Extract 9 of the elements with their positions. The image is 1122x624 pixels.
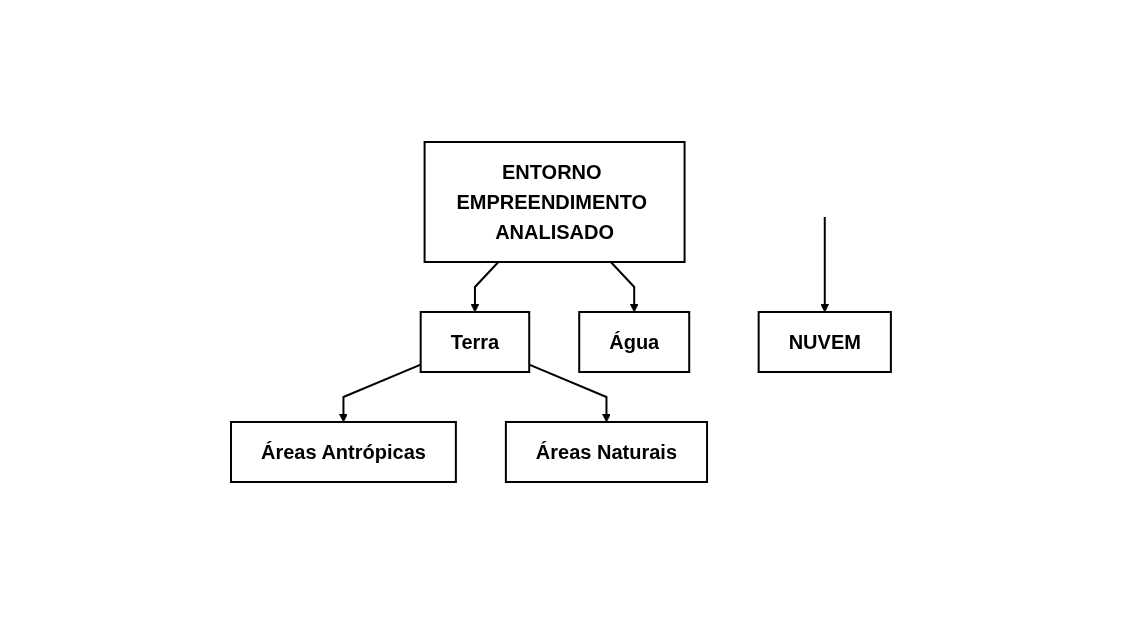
- node-box: Água: [578, 311, 691, 373]
- arrow: [609, 261, 639, 313]
- node-box: ENTORNO EMPREENDIMENTO ANALISADO: [423, 141, 686, 263]
- arrow: [820, 216, 830, 313]
- arrow: [470, 261, 500, 313]
- node-box: Áreas Naturais: [504, 421, 709, 483]
- node-box: Terra: [419, 311, 531, 373]
- node-box: Áreas Antrópicas: [230, 421, 457, 483]
- node-box: NUVEM: [757, 311, 892, 373]
